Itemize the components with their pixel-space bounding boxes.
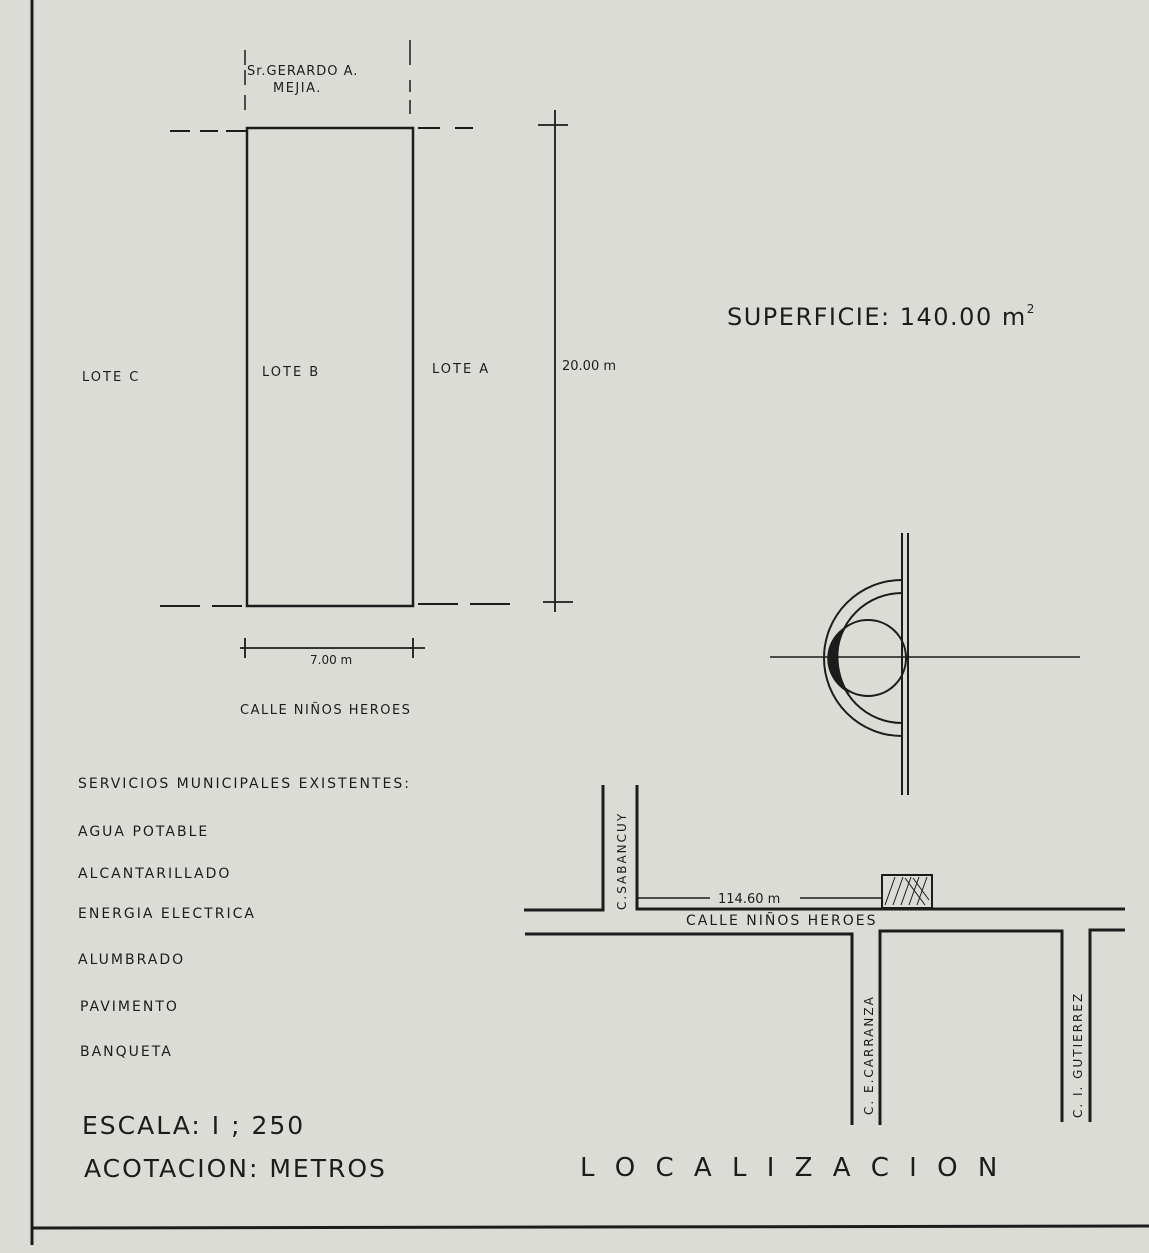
- location-title: L O C A L I Z A C I O N: [580, 1153, 1003, 1183]
- service-item: PAVIMENTO: [80, 999, 179, 1015]
- lot-a-label: LOTE A: [432, 362, 490, 377]
- sabancuy-street-label: C.SABANCUY: [615, 812, 629, 910]
- height-dimension-line: [538, 110, 573, 612]
- units-label: ACOTACION: METROS: [84, 1154, 387, 1183]
- service-item: AGUA POTABLE: [78, 824, 209, 840]
- service-item: ALUMBRADO: [78, 952, 185, 968]
- frame-bottom: [31, 1224, 1149, 1230]
- lot-b-outline: [160, 40, 510, 608]
- service-item: BANQUETA: [80, 1044, 173, 1060]
- lot-location-marker: [881, 874, 933, 909]
- location-map-streets: [524, 785, 1125, 1125]
- owner-name-line2: MEJIA.: [273, 81, 322, 96]
- lot-c-label: LOTE C: [82, 370, 140, 385]
- owner-name-line1: Sr.GERARDO A.: [247, 64, 358, 79]
- north-arrow-icon: [770, 533, 1080, 795]
- carranza-street-label: C. E.CARRANZA: [862, 995, 876, 1115]
- width-dimension: 7.00 m: [310, 653, 352, 667]
- height-dimension: 20.00 m: [562, 359, 616, 374]
- service-item: ALCANTARILLADO: [78, 866, 231, 882]
- lot-b-label: LOTE B: [262, 365, 320, 380]
- front-street-label: CALLE NIÑOS HEROES: [240, 702, 411, 718]
- service-item: ENERGIA ELECTRICA: [78, 906, 256, 922]
- scale-label: ESCALA: I ; 250: [82, 1111, 305, 1140]
- gutierrez-street-label: C. I. GUTIERREZ: [1071, 992, 1085, 1118]
- distance-dimension: 114.60 m: [718, 892, 780, 907]
- width-dimension-line: [240, 638, 425, 658]
- area-label: SUPERFICIE: 140.00 m2: [727, 302, 1036, 331]
- main-street-label: CALLE NIÑOS HEROES: [686, 912, 878, 929]
- services-title: SERVICIOS MUNICIPALES EXISTENTES:: [78, 776, 411, 792]
